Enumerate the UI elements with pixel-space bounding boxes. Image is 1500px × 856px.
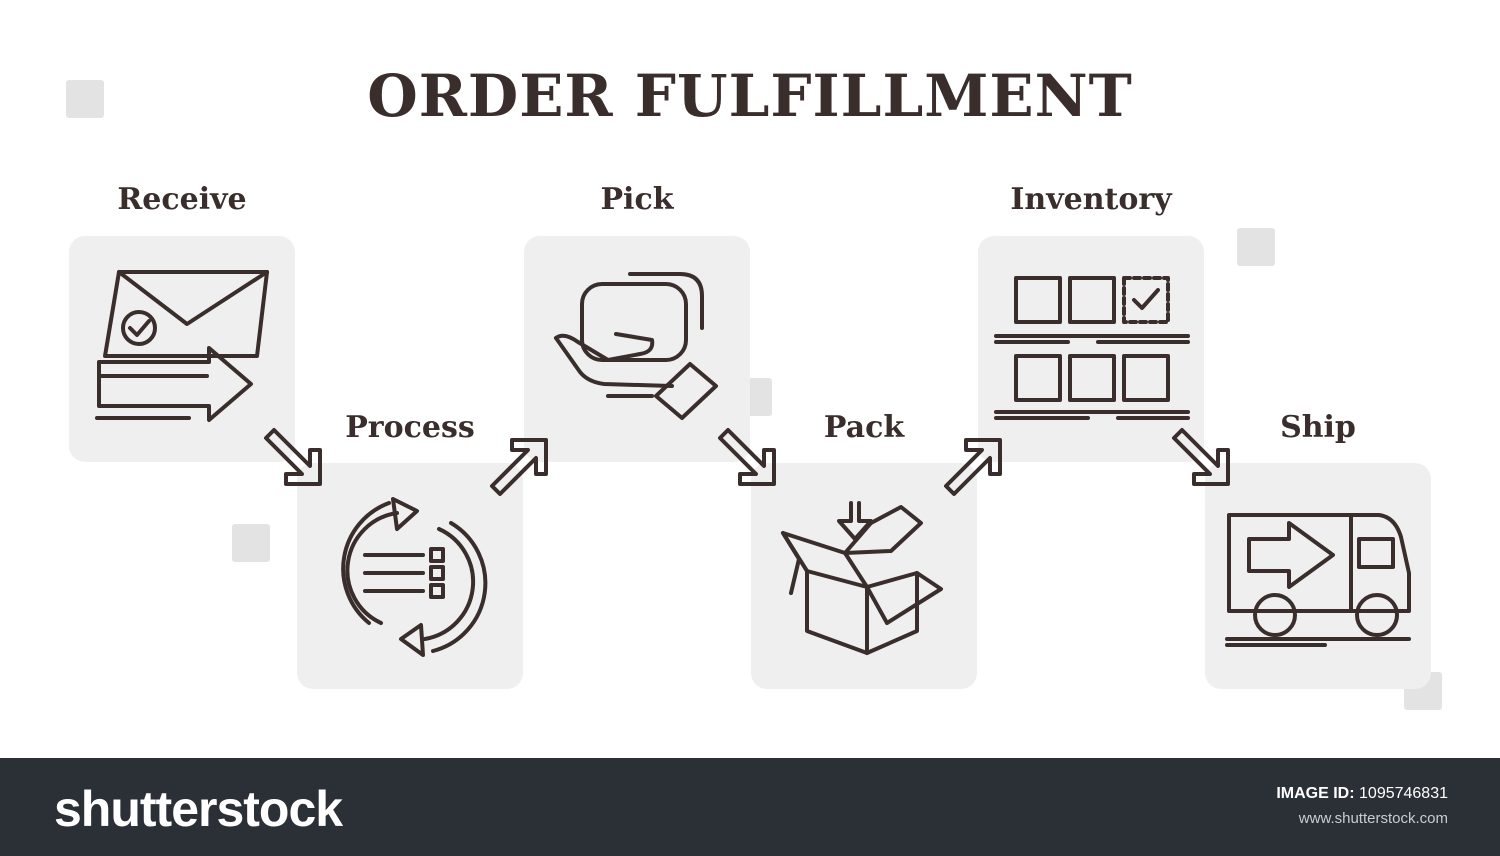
step-card-receive — [69, 236, 295, 462]
step-label-ship: Ship — [1280, 410, 1356, 445]
step-card-inventory — [978, 236, 1204, 462]
arrow-up-right — [944, 438, 1002, 496]
brand-logo: shutterstock — [54, 781, 343, 837]
envelope-arrow-icon — [95, 270, 269, 422]
process-cycle-icon — [341, 497, 488, 657]
image-id-line: IMAGE ID: 1095746831 — [1276, 785, 1448, 803]
footer-bar: shutterstock IMAGE ID: 1095746831 www.sh… — [0, 758, 1500, 856]
step-label-inventory: Inventory — [1010, 182, 1172, 217]
shelves-icon — [994, 276, 1190, 420]
image-id-label: IMAGE ID: — [1276, 785, 1355, 802]
diagram-canvas: ORDER FULFILLMENT Receive Process Pick P… — [66, 62, 1442, 710]
watermark-mark — [232, 524, 270, 562]
watermark-mark — [1237, 228, 1275, 266]
arrow-down-right — [1172, 428, 1230, 486]
arrow-down-right — [264, 428, 322, 486]
step-label-receive: Receive — [117, 182, 247, 217]
hand-pick-icon — [554, 272, 718, 420]
site-url: www.shutterstock.com — [1298, 810, 1448, 827]
arrow-down-right — [718, 428, 776, 486]
open-box-icon — [781, 501, 943, 655]
step-label-pack: Pack — [823, 410, 905, 445]
step-card-ship — [1205, 463, 1431, 689]
arrow-up-right — [490, 438, 548, 496]
image-id-value: 1095746831 — [1359, 785, 1448, 802]
diagram-title: ORDER FULFILLMENT — [367, 62, 1133, 130]
step-card-pack — [751, 463, 977, 689]
step-card-pick — [524, 236, 750, 462]
watermark-mark — [66, 80, 104, 118]
delivery-truck-icon — [1225, 513, 1411, 647]
step-card-process — [297, 463, 523, 689]
step-label-pick: Pick — [600, 182, 674, 217]
step-label-process: Process — [345, 410, 475, 445]
